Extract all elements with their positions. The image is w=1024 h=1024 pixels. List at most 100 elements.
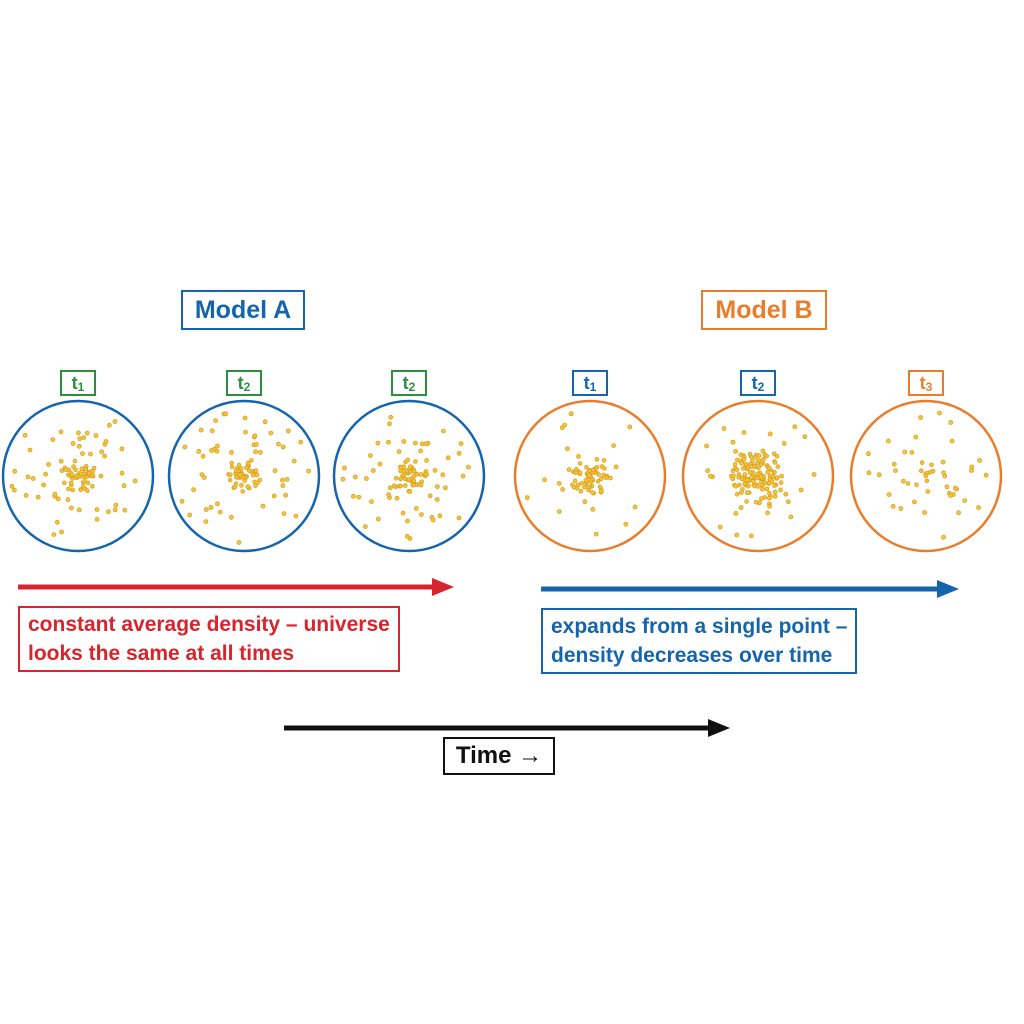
galaxy-dot xyxy=(770,474,776,479)
galaxy-dot xyxy=(81,484,86,489)
galaxy-dot xyxy=(405,518,410,524)
galaxy-dot xyxy=(281,511,287,516)
galaxy-dot xyxy=(298,439,304,445)
galaxy-dot xyxy=(460,473,466,479)
galaxy-dot xyxy=(258,450,263,455)
galaxy-dot xyxy=(394,495,400,501)
galaxy-dot xyxy=(948,420,954,425)
galaxy-dot xyxy=(901,478,906,484)
galaxy-dot xyxy=(764,453,769,459)
galaxy-dot xyxy=(11,487,17,493)
galaxy-dot xyxy=(9,483,15,489)
galaxy-dot xyxy=(912,499,917,505)
galaxy-dot xyxy=(350,493,356,499)
galaxy-dot xyxy=(391,483,397,489)
galaxy-dot xyxy=(542,477,547,483)
galaxy-dot xyxy=(113,502,119,508)
galaxy-dot xyxy=(223,411,229,417)
galaxy-dot xyxy=(767,503,772,509)
galaxy-dot xyxy=(83,466,88,472)
galaxy-dot xyxy=(243,429,248,435)
galaxy-dot xyxy=(792,424,798,430)
galaxy-dot xyxy=(577,470,583,475)
galaxy-dot xyxy=(69,472,75,478)
galaxy-dot xyxy=(80,451,85,456)
galaxy-dot xyxy=(254,442,259,447)
galaxy-dot xyxy=(918,415,923,420)
galaxy-dot xyxy=(91,465,97,471)
galaxy-dot xyxy=(941,534,946,540)
arrow-head xyxy=(708,719,730,737)
galaxy-dot xyxy=(200,453,206,459)
galaxy-dot xyxy=(271,493,277,499)
galaxy-dot xyxy=(106,509,111,515)
galaxy-dot xyxy=(71,464,76,469)
galaxy-dot xyxy=(611,443,616,448)
galaxy-dot xyxy=(233,474,239,480)
galaxy-dot xyxy=(54,519,60,525)
galaxy-dot xyxy=(418,448,423,454)
galaxy-dot xyxy=(245,460,251,466)
galaxy-dot xyxy=(77,436,83,442)
galaxy-dot xyxy=(85,488,90,493)
galaxy-dot xyxy=(352,474,358,480)
galaxy-dot xyxy=(291,458,297,464)
galaxy-dot xyxy=(203,519,209,524)
galaxy-dot xyxy=(404,468,410,474)
galaxy-dot xyxy=(240,489,245,494)
galaxy-dot xyxy=(284,477,290,482)
model-b-arrow xyxy=(541,580,959,598)
galaxy-dot xyxy=(280,444,286,450)
galaxy-dot xyxy=(730,468,736,474)
galaxy-dot xyxy=(90,473,95,478)
caption-line: looks the same at all times xyxy=(28,642,295,665)
galaxy-dot xyxy=(948,493,953,498)
galaxy-dot xyxy=(602,466,607,471)
galaxy-dot xyxy=(25,474,31,480)
galaxy-dot xyxy=(238,466,244,471)
galaxy-dot xyxy=(81,435,87,440)
galaxy-dot xyxy=(260,503,266,509)
galaxy-dot xyxy=(765,469,770,475)
galaxy-dot xyxy=(568,411,574,417)
galaxy-dot xyxy=(599,476,604,481)
galaxy-dot xyxy=(73,467,78,473)
galaxy-dot xyxy=(443,485,448,491)
galaxy-dot xyxy=(743,462,749,467)
galaxy-dot xyxy=(252,433,258,439)
galaxy-dot xyxy=(217,509,223,515)
galaxy-dot xyxy=(905,481,911,486)
galaxy-dot xyxy=(215,443,220,449)
galaxy-dot xyxy=(909,450,915,455)
galaxy-dot xyxy=(79,471,84,477)
galaxy-dot xyxy=(68,480,74,486)
galaxy-dot xyxy=(227,477,233,483)
galaxy-dot xyxy=(556,509,562,514)
galaxy-dot xyxy=(413,506,419,511)
galaxy-dot xyxy=(63,467,69,472)
galaxy-dot xyxy=(734,532,740,538)
galaxy-dot xyxy=(103,439,109,444)
galaxy-dot xyxy=(458,441,464,446)
galaxy-dot xyxy=(738,505,744,510)
galaxy-dot xyxy=(746,483,751,489)
arrow-head xyxy=(937,580,959,598)
galaxy-dot xyxy=(434,484,440,489)
galaxy-dot xyxy=(623,521,629,527)
galaxy-dot xyxy=(983,472,989,478)
galaxy-dot xyxy=(913,434,919,440)
galaxy-dot xyxy=(766,465,772,471)
galaxy-dot xyxy=(772,469,777,475)
galaxy-dot xyxy=(760,482,766,488)
galaxy-dot xyxy=(588,479,594,485)
galaxy-dot xyxy=(751,478,756,484)
galaxy-dot xyxy=(424,458,429,463)
galaxy-dot xyxy=(748,533,754,539)
galaxy-dot xyxy=(595,479,601,484)
galaxy-dot xyxy=(919,460,925,465)
